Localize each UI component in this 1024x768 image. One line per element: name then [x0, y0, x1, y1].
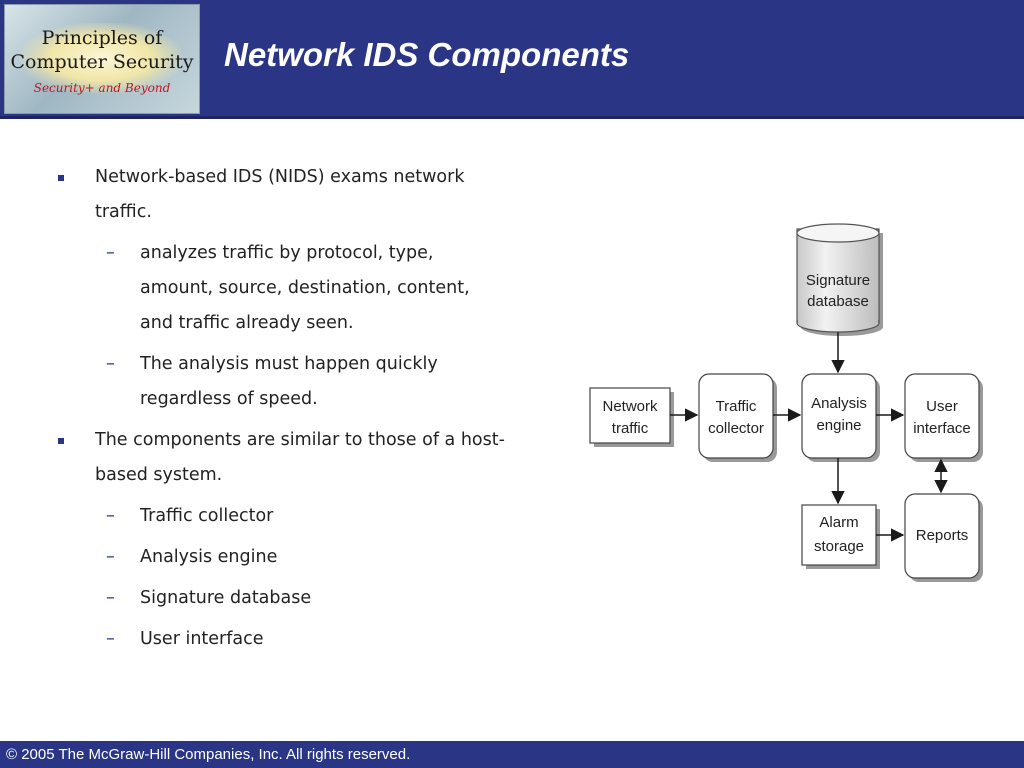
- traffic-collector-label-2: collector: [708, 420, 764, 437]
- alarm-storage-label-1: Alarm: [819, 514, 858, 531]
- network-traffic-label-1: Network: [602, 398, 658, 415]
- slide-title: Network IDS Components: [224, 36, 630, 73]
- traffic-collector-node: Traffic collector: [698, 373, 777, 462]
- network-traffic-node: Network traffic: [589, 387, 674, 447]
- sub-bullet-item: Analysis engine: [56, 540, 506, 575]
- alarm-storage-label-2: storage: [814, 538, 864, 555]
- signature-database-node: Signature database: [796, 223, 883, 336]
- sub-bullet-item: Signature database: [56, 581, 506, 616]
- bullet-list: Network-based IDS (NIDS) exams network t…: [56, 160, 506, 663]
- sub-bullet-item: Traffic collector: [56, 499, 506, 534]
- logo-line-2: Computer Security: [10, 51, 194, 73]
- user-interface-label-2: interface: [913, 420, 971, 437]
- user-interface-label-1: User: [926, 398, 958, 415]
- user-interface-node: User interface: [904, 373, 983, 462]
- traffic-collector-label-1: Traffic: [716, 398, 757, 415]
- reports-node: Reports: [904, 493, 983, 582]
- logo-line-1: Principles of: [41, 27, 163, 49]
- analysis-engine-label-1: Analysis: [811, 395, 867, 412]
- analysis-engine-label-2: engine: [816, 417, 861, 434]
- bullet-item: The components are similar to those of a…: [56, 423, 506, 493]
- bullet-item: Network-based IDS (NIDS) exams network t…: [56, 160, 506, 230]
- header-bar: Principles of Computer Security Security…: [0, 0, 1024, 119]
- nids-diagram: Signature database Network traffic Traff…: [589, 223, 983, 582]
- logo-line-3: Security+ and Beyond: [33, 81, 171, 95]
- network-traffic-label-2: traffic: [612, 420, 649, 437]
- analysis-engine-node: Analysis engine: [801, 373, 880, 462]
- sub-bullet-item: User interface: [56, 622, 506, 657]
- footer-bar: © 2005 The McGraw-Hill Companies, Inc. A…: [0, 741, 1024, 768]
- copyright-text: © 2005 The McGraw-Hill Companies, Inc. A…: [6, 746, 411, 763]
- sub-bullet-item: analyzes traffic by protocol, type, amou…: [56, 236, 506, 341]
- signature-db-label-2: database: [807, 293, 869, 310]
- book-logo: Principles of Computer Security Security…: [4, 4, 200, 114]
- alarm-storage-node: Alarm storage: [801, 504, 880, 569]
- signature-db-label-1: Signature: [806, 272, 870, 289]
- logo-glow: [21, 23, 181, 93]
- reports-label: Reports: [916, 527, 969, 544]
- sub-bullet-item: The analysis must happen quickly regardl…: [56, 347, 506, 417]
